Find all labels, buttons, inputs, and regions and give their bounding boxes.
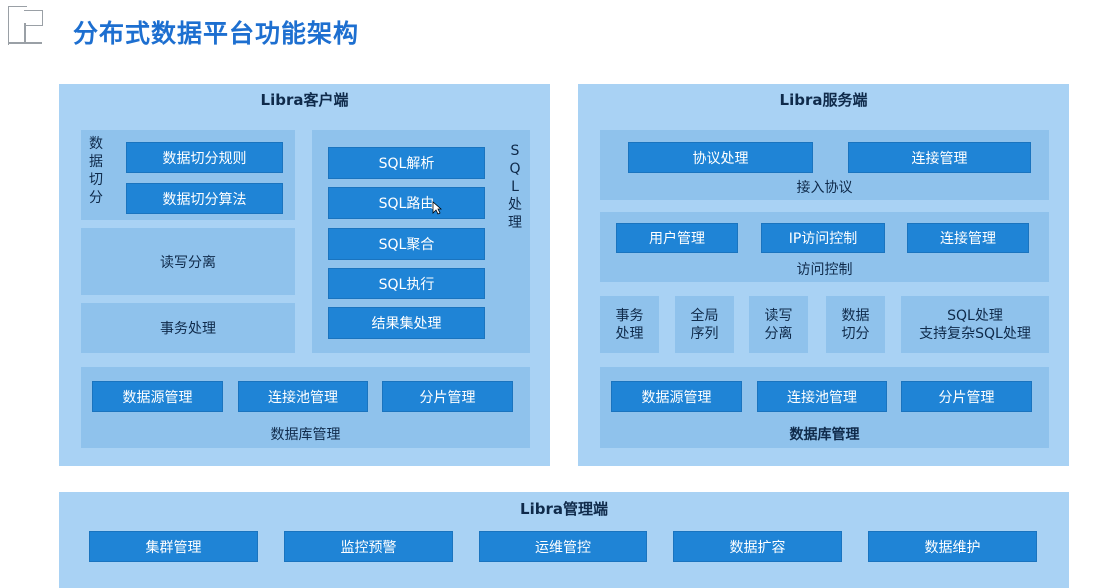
server-datasource-box: 数据源管理 — [611, 381, 742, 412]
client-sql-label: S Q L 处 理 — [508, 143, 522, 231]
title-logo-icon — [8, 6, 44, 45]
server-transaction-tile: 事务处理 — [600, 296, 659, 353]
ip-access-control-box: IP访问控制 — [761, 223, 885, 253]
mouse-pointer-icon — [432, 201, 442, 215]
server-connection-box: 连接管理 — [848, 142, 1031, 173]
server-title: Libra服务端 — [779, 90, 868, 109]
access-control-label: 访问控制 — [796, 262, 853, 278]
sql-merge-box: SQL聚合 — [328, 228, 485, 260]
server-shard-box: 分片管理 — [901, 381, 1032, 412]
sharding-algorithm-box: 数据切分算法 — [126, 183, 283, 214]
page-title: 分布式数据平台功能架构 — [73, 19, 360, 48]
sharding-rule-box: 数据切分规则 — [126, 142, 283, 173]
server-rw-split-tile: 读写分离 — [749, 296, 808, 353]
admin-item-maintain: 数据维护 — [868, 531, 1037, 562]
global-sequence-tile: 全局序列 — [675, 296, 734, 353]
server-sharding-tile: 数据切分 — [826, 296, 885, 353]
admin-item-scale: 数据扩容 — [673, 531, 842, 562]
access-protocol-label: 接入协议 — [796, 180, 853, 196]
resultset-box: 结果集处理 — [328, 307, 485, 339]
protocol-handling-box: 协议处理 — [628, 142, 813, 173]
admin-item-cluster: 集群管理 — [89, 531, 258, 562]
access-connection-box: 连接管理 — [907, 223, 1029, 253]
client-pool-box: 连接池管理 — [238, 381, 368, 412]
client-db-label: 数据库管理 — [270, 427, 341, 443]
sql-execute-box: SQL执行 — [328, 268, 485, 299]
client-datasource-box: 数据源管理 — [92, 381, 223, 412]
sql-route-box: SQL路由 — [328, 187, 485, 219]
user-management-box: 用户管理 — [616, 223, 738, 253]
client-transaction: 事务处理 — [81, 303, 295, 353]
client-sharding-label: 数 据 切 分 — [89, 136, 103, 206]
admin-item-monitor: 监控预警 — [284, 531, 453, 562]
client-rw-split: 读写分离 — [81, 228, 295, 295]
client-title: Libra客户端 — [260, 90, 349, 109]
server-db-label: 数据库管理 — [789, 427, 860, 443]
admin-item-ops: 运维管控 — [479, 531, 647, 562]
server-sql-tile: SQL处理支持复杂SQL处理 — [901, 296, 1049, 353]
client-shard-box: 分片管理 — [382, 381, 513, 412]
sql-parse-box: SQL解析 — [328, 147, 485, 179]
server-pool-box: 连接池管理 — [757, 381, 887, 412]
admin-title: Libra管理端 — [520, 499, 608, 518]
